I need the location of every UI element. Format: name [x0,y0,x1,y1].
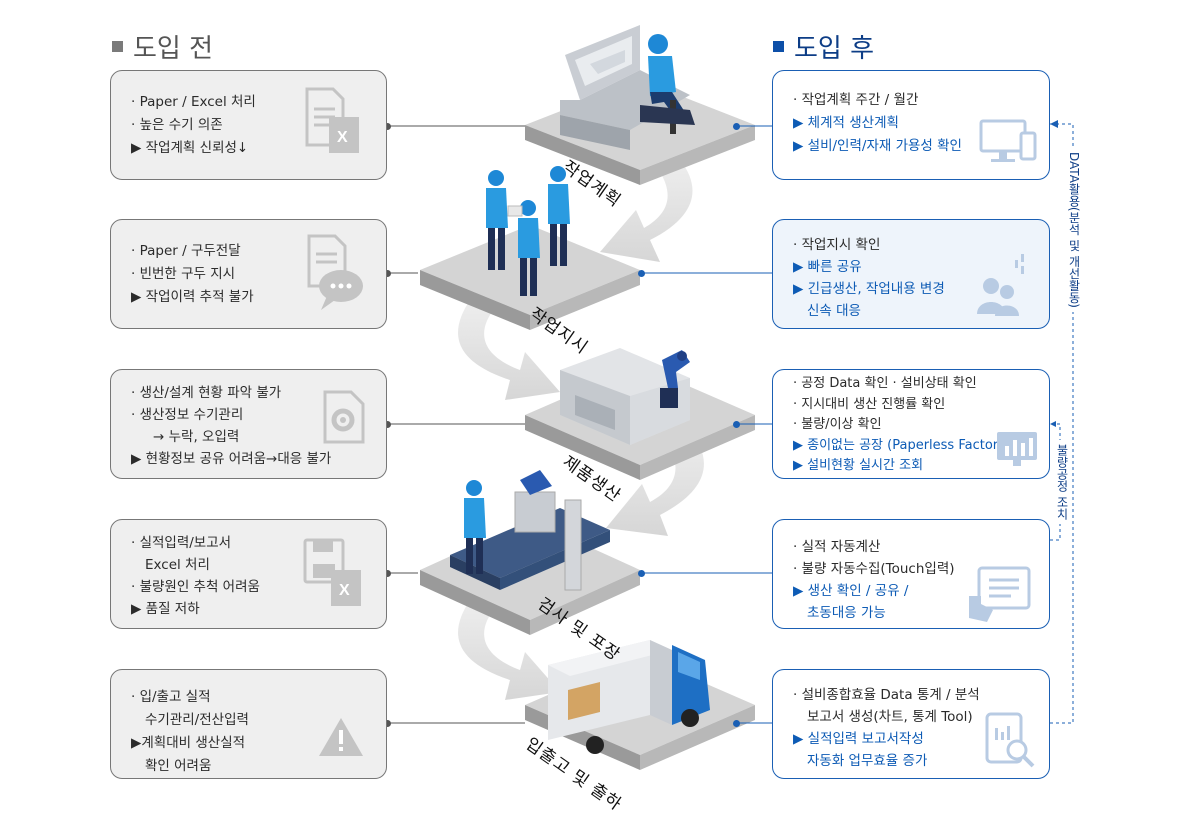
bullet-square [773,41,784,52]
card-line: ▶ 빠른 공유 [793,259,862,275]
card-line: · 공정 Data 확인 · 설비상태 확인 [793,376,977,391]
data-analysis-label: DATA활용(분석 및 개선활동) [1066,148,1083,312]
card-line: ▶ 생산 확인 / 공유 / [793,583,909,599]
card-line: 초동대응 가능 [807,605,886,621]
card-line: · 입/출고 실적 [131,689,211,705]
card-line: 확인 어려움 [145,758,212,774]
card-line: · 높은 수기 의존 [131,117,223,133]
flow-arrow-1 [600,160,693,262]
feedback-arrowhead [1050,120,1058,128]
card-line: ▶계획대비 생산실적 [131,735,246,751]
users-icon [977,254,1024,316]
card-line: ▶ 품질 저하 [131,601,200,617]
before-header-label: 도입 전 [133,34,214,64]
before-card-instruction: · Paper / 구두전달 · 빈번한 구두 지시 ▶ 작업이력 추적 불가 [110,219,387,329]
monitor-chart-icon [997,432,1037,466]
card-line: ▶ 긴급생산, 작업내용 변경 [793,281,945,297]
flow-arrow-4 [458,600,560,700]
svg-text:X: X [339,582,350,599]
connector-dot [638,270,645,277]
document-gear-icon [323,390,365,444]
card-line: · 작업지시 확인 [793,237,881,253]
card-line: ▶ 현황정보 공유 어려움→대응 불가 [131,451,332,467]
card-line: ▶ 실적입력 보고서작성 [793,731,924,747]
touch-screen-icon [969,566,1031,622]
after-header-label: 도입 후 [794,34,875,64]
card-line: · 생산/설계 현황 파악 불가 [131,385,282,401]
card-line: · 지시대비 생산 진행률 확인 [793,396,946,412]
feedback-arrowhead-2 [1050,421,1056,427]
after-card-instruction: · 작업지시 확인 ▶ 빠른 공유 ▶ 긴급생산, 작업내용 변경 신속 대응 [772,219,1050,329]
card-line: 보고서 생성(차트, 통계 Tool) [807,709,973,725]
after-card-planning: · 작업계획 주간 / 월간 ▶ 체계적 생산계획 ▶ 설비/인력/자재 가용성… [772,70,1050,180]
control-console-illustration [560,25,695,150]
warning-icon [319,718,363,756]
card-line: ▶ 설비/인력/자재 가용성 확인 [793,138,962,154]
card-line: ▶ 작업계획 신뢰성↓ [131,140,249,156]
connector-dot [733,123,740,130]
truck-illustration [548,640,710,754]
card-line: · Paper / Excel 처리 [131,94,256,110]
connector-dot [384,570,391,577]
bullet-square [112,41,123,52]
after-card-shipping: · 설비종합효율 Data 통계 / 분석 보고서 생성(차트, 통계 Tool… [772,669,1050,779]
before-header: 도입 전 [112,28,213,65]
workers-illustration [486,166,570,296]
card-line: · 설비종합효율 Data 통계 / 분석 [793,687,980,703]
after-header: 도입 후 [773,28,874,65]
monitor-phone-icon [979,119,1037,162]
after-card-production: · 공정 Data 확인 · 설비상태 확인 · 지시대비 생산 진행률 확인 … [772,369,1050,479]
before-card-shipping: · 입/출고 실적 수기관리/전산입력 ▶계획대비 생산실적 확인 어려움 [110,669,387,779]
connector-dot [384,123,391,130]
card-line: ▶ 작업이력 추적 불가 [131,289,254,305]
connector-dot [638,570,645,577]
floppy-excel-icon: X [303,538,361,606]
card-line: ▶ 체계적 생산계획 [793,115,899,131]
card-line: · 불량원인 추척 어려움 [131,579,260,595]
connector-dot [733,421,740,428]
connector-dot [384,421,391,428]
connector-dot [384,720,391,727]
card-line: 수기관리/전산입력 [145,712,249,728]
machine-robot-illustration [560,348,690,445]
card-line: Excel 처리 [145,557,210,573]
connectors-after [640,125,772,724]
after-card-inspection: · 실적 자동계산 · 불량 자동수집(Touch입력) ▶ 생산 확인 / 공… [772,519,1050,629]
before-card-planning: · Paper / Excel 처리 · 높은 수기 의존 ▶ 작업계획 신뢰성… [110,70,387,180]
connector-dot [384,270,391,277]
report-search-icon [985,712,1035,768]
card-line: · 불량 자동수집(Touch입력) [793,561,955,577]
card-line: 자동화 업무효율 증가 [807,753,928,769]
card-line: · 실적 자동계산 [793,539,881,555]
card-line: · 생산정보 수기관리 [131,407,244,423]
card-line: · 실적입력/보고서 [131,535,232,551]
defect-action-label: 불량공정 조치 [1054,440,1071,524]
svg-text:X: X [337,129,348,146]
conveyor-illustration [450,470,610,591]
flow-arrow-2 [458,300,560,400]
document-excel-icon: X [305,87,359,153]
card-line: · Paper / 구두전달 [131,243,241,259]
card-line: · 작업계획 주간 / 월간 [793,92,919,108]
document-chat-icon [307,234,363,310]
card-line: ▶ 종이없는 공장 (Paperless Factory) [793,437,1011,453]
card-line: · 불량/이상 확인 [793,417,882,432]
card-line: 신속 대응 [807,303,861,319]
connectors-before [387,125,525,724]
before-card-production: · 생산/설계 현황 파악 불가 · 생산정보 수기관리 → 누락, 오입력 ▶… [110,369,387,479]
card-line: → 누락, 오입력 [153,429,240,445]
before-card-inspection: · 실적입력/보고서 Excel 처리 · 불량원인 추척 어려움 ▶ 품질 저… [110,519,387,629]
card-line: ▶ 설비현황 실시간 조회 [793,458,924,473]
card-line: · 빈번한 구두 지시 [131,266,236,282]
connector-dot [733,720,740,727]
